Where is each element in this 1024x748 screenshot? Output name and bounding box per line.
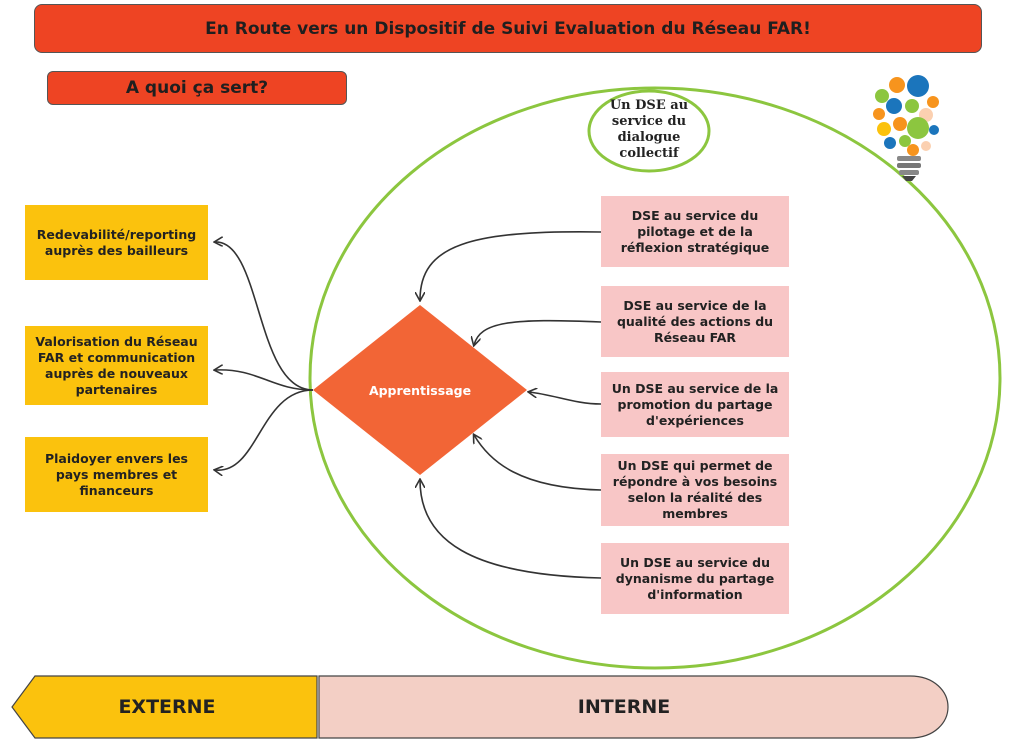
internal-box-dynamisme: Un DSE au service du dynanisme du partag… — [601, 543, 789, 614]
arrow-from-qualite — [474, 319, 602, 345]
band-interne-label: INTERNE — [577, 696, 671, 718]
internal-scope-circle — [308, 86, 1002, 670]
arrow-to-plaidoyer — [215, 389, 314, 470]
arrow-from-promotion — [529, 392, 602, 405]
circle-label: Un DSE au service du dialogue collectif — [609, 98, 689, 161]
external-box-plaidoyer: Plaidoyer envers les pays membres et fin… — [25, 437, 208, 512]
internal-box-pilotage: DSE au service du pilotage et de la réfl… — [601, 196, 789, 267]
band-externe — [11, 675, 318, 739]
band-externe-label: EXTERNE — [118, 696, 216, 718]
center-label: Apprentissage — [368, 382, 472, 398]
section-heading: A quoi ça sert? — [47, 71, 347, 105]
internal-box-promotion: Un DSE au service de la promotion du par… — [601, 372, 789, 437]
arrow-to-valorisation — [215, 370, 314, 391]
arrow-from-dynamisme — [420, 480, 602, 579]
internal-box-besoins: Un DSE qui permet de répondre à vos beso… — [601, 454, 789, 526]
band-interne — [318, 675, 949, 739]
dialogue-bubble — [587, 89, 711, 173]
external-box-reporting: Redevabilité/reporting auprès des baille… — [25, 205, 208, 280]
external-box-valorisation: Valorisation du Réseau FAR et communicat… — [25, 326, 208, 405]
arrow-from-besoins — [474, 435, 602, 491]
arrow-to-reporting — [215, 242, 314, 391]
page-title: En Route vers un Dispositif de Suivi Eva… — [34, 4, 982, 53]
external-arrows — [215, 242, 314, 470]
arrow-from-pilotage — [420, 231, 602, 300]
internal-box-qualite: DSE au service de la qualité des actions… — [601, 286, 789, 357]
lightbulb-icon — [873, 75, 939, 181]
internal-arrows — [420, 231, 602, 579]
